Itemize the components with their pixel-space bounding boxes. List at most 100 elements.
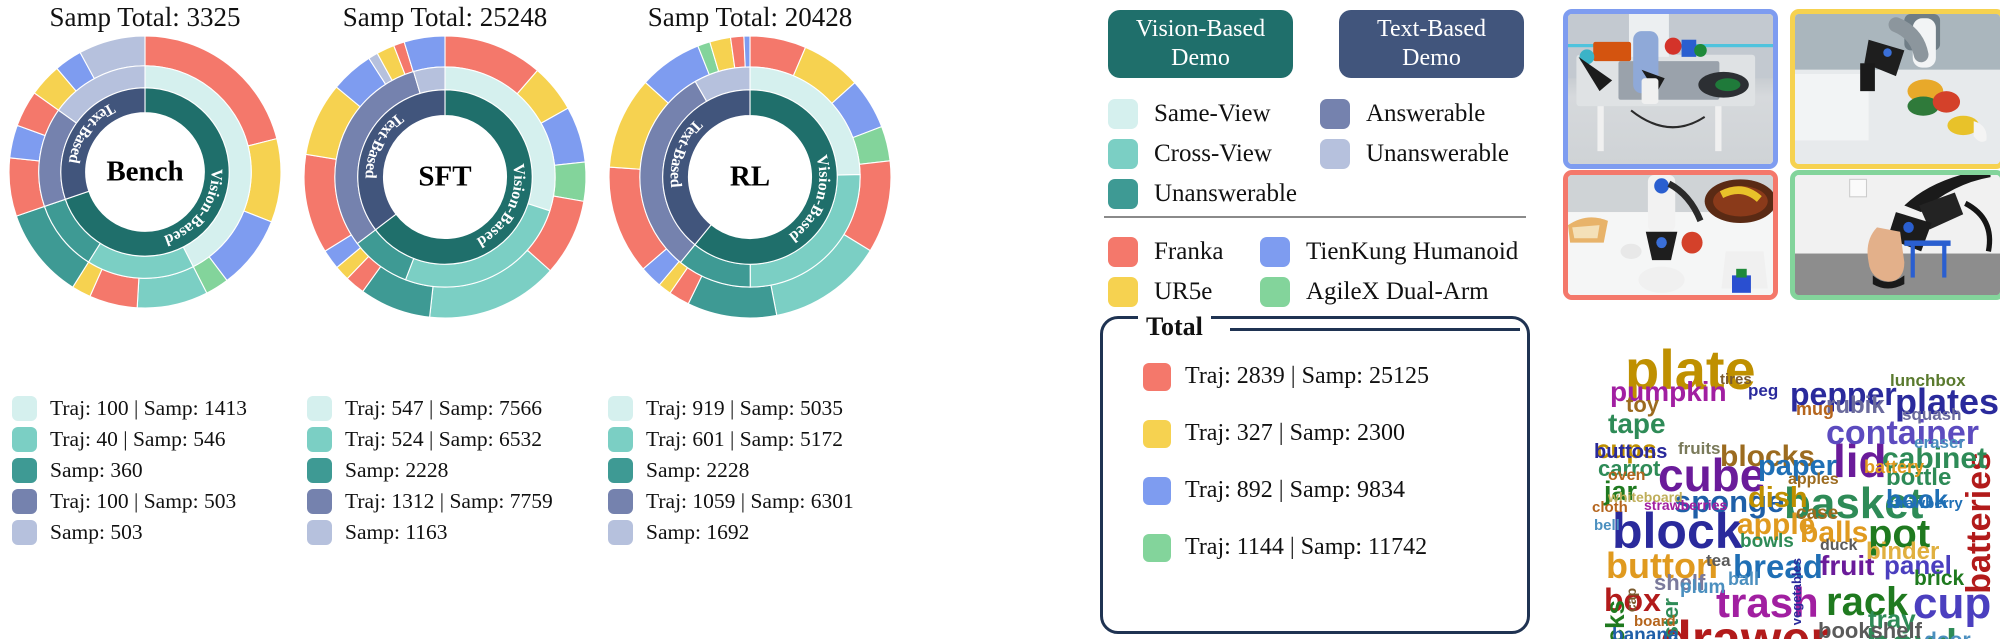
legend-swatch (1143, 476, 1171, 505)
wordcloud-word: case (1796, 503, 1839, 524)
photo-art (1795, 14, 2000, 164)
photo-content (1568, 14, 1773, 164)
legend-label: Traj: 100 | Samp: 503 (50, 489, 237, 513)
sunburst-rl-title: Samp Total: 20428 (647, 2, 853, 32)
legend-label: TienKung Humanoid (1306, 238, 1519, 265)
wordcloud-word: blocks (1720, 440, 1816, 473)
wordcloud-word: tray (1868, 604, 1916, 634)
total-row: Traj: 892 | Samp: 9834 (1143, 472, 1429, 509)
wordcloud-word: panel (1884, 550, 1952, 580)
wordcloud-word: plates (1895, 381, 1998, 422)
legend-label: Traj: 919 | Samp: 5035 (646, 396, 844, 420)
wordcloud-word: bowl (1866, 624, 1957, 639)
legend-item: Traj: 524 | Samp: 6532 (307, 424, 553, 455)
total-row: Traj: 1144 | Samp: 11742 (1143, 529, 1429, 566)
wordcloud-word: container (1826, 414, 1980, 452)
wordcloud-word: block (1612, 503, 1743, 559)
legend-item: Traj: 1312 | Samp: 7759 (307, 486, 553, 517)
category-legend-right: Answerable Unanswerable (1320, 94, 1509, 174)
wordcloud-word: peg (1748, 381, 1779, 400)
wordcloud-word: strawberries (1644, 497, 1728, 513)
wordcloud-word: bell (1594, 517, 1620, 534)
legend-item: Samp: 360 (12, 455, 247, 486)
wordcloud-word: cabinet (1882, 442, 1988, 475)
legend-item: Cross-View (1108, 134, 1297, 174)
legend-item: Traj: 601 | Samp: 5172 (608, 424, 854, 455)
wordcloud-word: duck (1820, 537, 1858, 554)
legend-item: Samp: 1692 (608, 517, 854, 548)
wordcloud-word: trash (1716, 579, 1819, 626)
legend-label: Same-View (1154, 100, 1271, 127)
wordcloud-word: button (1606, 545, 1718, 586)
legend-label: Traj: 547 | Samp: 7566 (345, 396, 543, 420)
vision-pill-line2: Demo (1171, 45, 1230, 71)
legend-swatch (307, 520, 332, 545)
legend-item: Traj: 547 | Samp: 7566 (307, 393, 553, 424)
legend-label: Traj: 601 | Samp: 5172 (646, 427, 844, 451)
photo-art (1795, 175, 2000, 295)
vision-based-demo-pill[interactable]: Vision-Based Demo (1108, 10, 1293, 78)
legend-swatch (1320, 139, 1350, 169)
legend-item: Samp: 2228 (307, 455, 553, 486)
legend-swatch (307, 458, 332, 483)
legend-label: UR5e (1154, 278, 1213, 305)
wordcloud-word: banana (1612, 625, 1679, 639)
legend-swatch (12, 520, 37, 545)
wordcloud-word: basket (1784, 479, 1924, 528)
wordcloud-word: bowls (1740, 531, 1794, 552)
sunburst-sft-legend: Traj: 547 | Samp: 7566 Traj: 524 | Samp:… (307, 393, 553, 548)
sunburst-bench-legend: Traj: 100 | Samp: 1413 Traj: 40 | Samp: … (12, 393, 247, 548)
wordcloud-word: book (1886, 484, 1949, 514)
legend-item: TienKung Humanoid (1260, 232, 1518, 272)
legend-item: Traj: 1059 | Samp: 6301 (608, 486, 854, 517)
total-box-rule (1230, 328, 1520, 331)
legend-label: Traj: 1312 | Samp: 7759 (345, 489, 553, 513)
vision-pill-line1: Vision-Based (1135, 16, 1266, 42)
photo-tienkung-humanoid-demo (1563, 9, 1778, 169)
legend-label: Samp: 503 (50, 520, 143, 544)
legend-item: Samp: 503 (12, 517, 247, 548)
wordcloud-word: pumpkin (1610, 376, 1727, 407)
sunburst-sft-title: Samp Total: 25248 (342, 2, 548, 32)
legend-item: Answerable (1320, 94, 1509, 134)
robot-legend-left: Franka UR5e (1108, 232, 1223, 312)
text-pill-line2: Demo (1402, 45, 1461, 71)
wordcloud-word: buttons (1594, 441, 1668, 463)
total-row: Traj: 2839 | Samp: 25125 (1143, 358, 1429, 395)
wordcloud-word: toy (1626, 392, 1659, 417)
legend-label: Cross-View (1154, 140, 1272, 167)
sunburst-bench-title: Samp Total: 3325 (49, 2, 241, 32)
wordcloud-word: cap (1623, 588, 1639, 613)
legend-label: Samp: 2228 (646, 458, 750, 482)
wordcloud-word: plum (1680, 577, 1726, 598)
wordcloud-word: shelf (1654, 570, 1706, 595)
total-row-text: Traj: 1144 | Samp: 11742 (1185, 534, 1428, 560)
wordcloud-word: fruits (1678, 439, 1721, 458)
wordcloud-word: plate (1625, 338, 1756, 401)
text-based-demo-pill[interactable]: Text-Based Demo (1339, 10, 1524, 78)
photo-content (1568, 175, 1773, 295)
photo-art (1568, 14, 1773, 152)
total-row: Traj: 327 | Samp: 2300 (1143, 415, 1429, 452)
legend-swatch (1320, 99, 1350, 129)
legend-swatch (608, 396, 633, 421)
legend-swatch (1108, 99, 1138, 129)
legend-swatch (12, 489, 37, 514)
legend-label: Samp: 360 (50, 458, 143, 482)
wordcloud-word: lunchbox (1890, 371, 1966, 390)
wordcloud-word: paper (1758, 450, 1837, 482)
wordcloud-word: jar (1604, 476, 1638, 506)
legend-label: Traj: 1059 | Samp: 6301 (646, 489, 854, 513)
wordcloud-word: cube (1658, 449, 1766, 501)
wordcloud-word: lid (1833, 435, 1887, 487)
wordcloud-word: apples (1788, 471, 1839, 488)
wordcloud-word: oven (1608, 467, 1646, 484)
text-pill-line1: Text-Based (1377, 16, 1486, 42)
photo-ur5e-demo (1790, 9, 2000, 169)
sunburst-rl-legend: Traj: 919 | Samp: 5035 Traj: 601 | Samp:… (608, 393, 854, 548)
wordcloud-word: eraser (1914, 433, 1966, 452)
legend-swatch (1108, 179, 1138, 209)
